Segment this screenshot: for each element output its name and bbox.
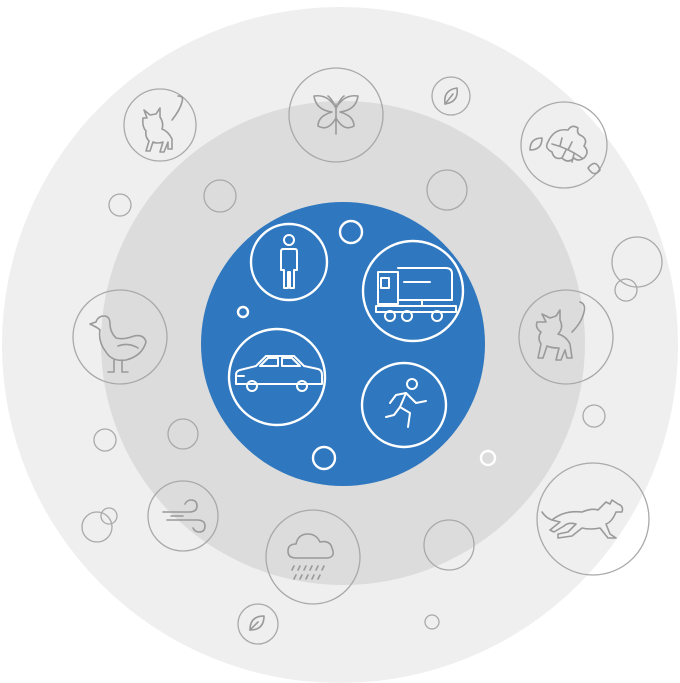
wind-icon — [147, 480, 219, 552]
dog-running-icon — [536, 462, 650, 576]
core-circle — [201, 202, 485, 486]
person-icon — [249, 222, 329, 302]
small-leaf-icon — [237, 603, 279, 645]
runner-icon — [360, 361, 448, 449]
car-icon — [227, 327, 327, 427]
rain-cloud-icon — [265, 509, 361, 605]
core-bubbles — [236, 219, 497, 471]
cat-climbing-icon — [518, 289, 614, 385]
cat-icon — [123, 88, 197, 162]
butterfly-icon — [288, 67, 384, 163]
decorative-bubbles — [81, 169, 663, 630]
oak-leaves-icon — [520, 101, 608, 189]
goose-icon — [72, 289, 168, 385]
truck-icon — [361, 239, 465, 343]
leaf-icon — [431, 76, 471, 116]
